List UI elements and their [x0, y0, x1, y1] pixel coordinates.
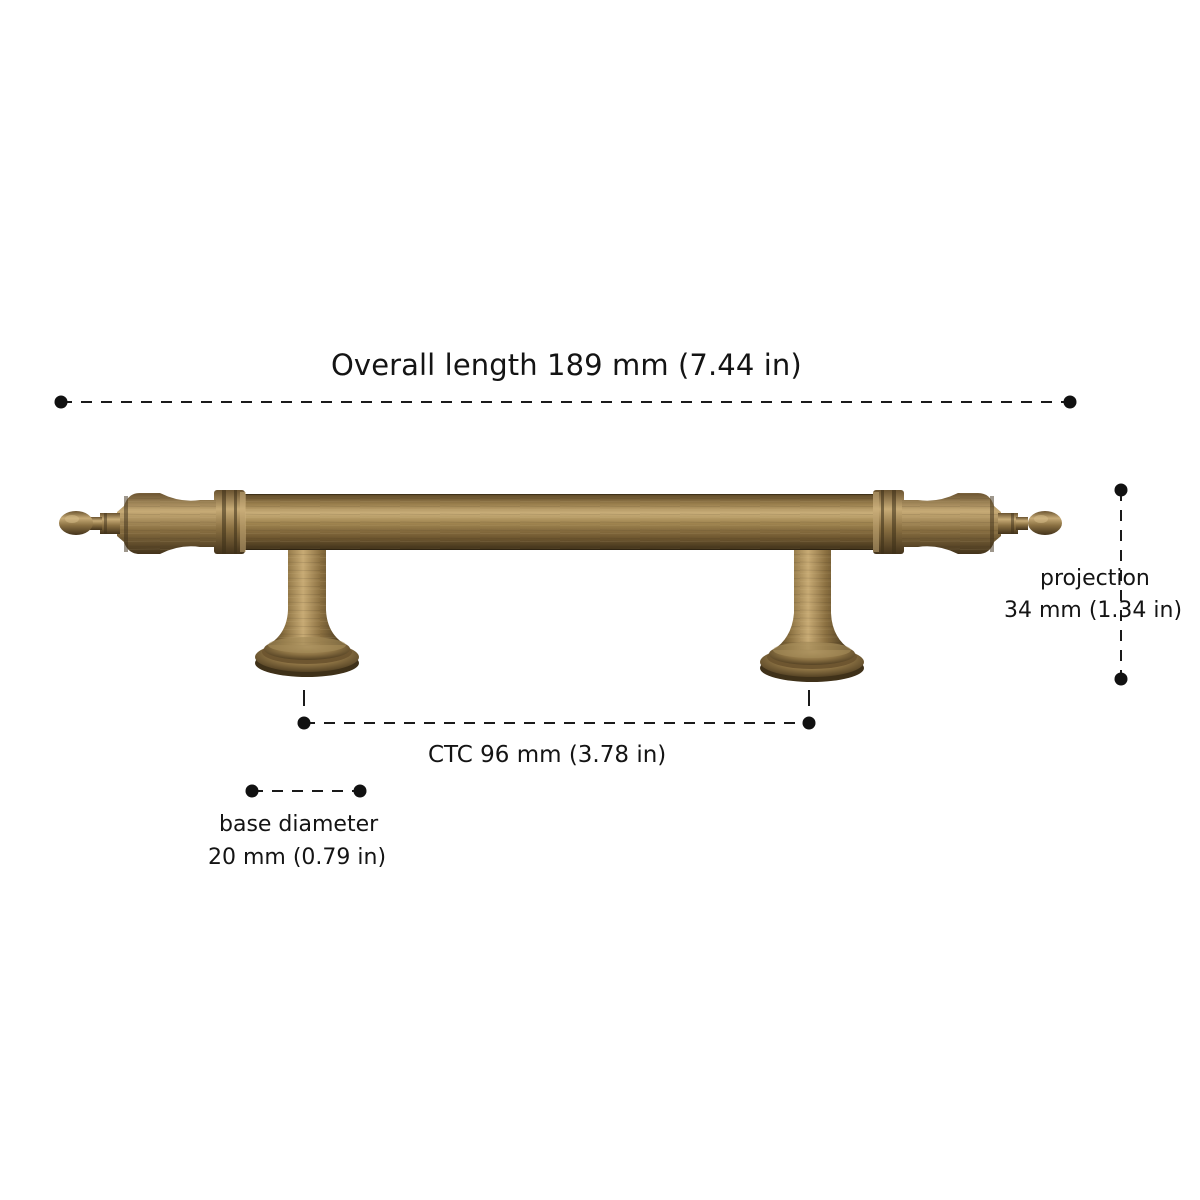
left-collar — [214, 490, 246, 554]
base-diameter-label: base diameter — [219, 812, 379, 837]
projection-label: projection — [1040, 566, 1150, 591]
left-finial — [59, 493, 216, 554]
base-diameter-value: 20 mm (0.79 in) — [208, 845, 387, 870]
right-post — [760, 548, 864, 682]
ctc-dimension — [297, 690, 816, 730]
overall-length-dimension — [54, 395, 1077, 409]
overall-length-label: Overall length 189 mm (7.44 in) — [331, 348, 802, 382]
projection-dimension — [1114, 483, 1128, 686]
left-post — [255, 548, 359, 677]
cabinet-pull-handle-icon — [59, 490, 1062, 682]
projection-value: 34 mm (1.34 in) — [1004, 598, 1183, 623]
handle-bar — [243, 494, 876, 550]
right-collar — [873, 490, 904, 554]
right-finial — [902, 493, 1062, 554]
ctc-label: CTC 96 mm (3.78 in) — [428, 742, 667, 768]
base-diameter-dimension — [245, 784, 367, 798]
